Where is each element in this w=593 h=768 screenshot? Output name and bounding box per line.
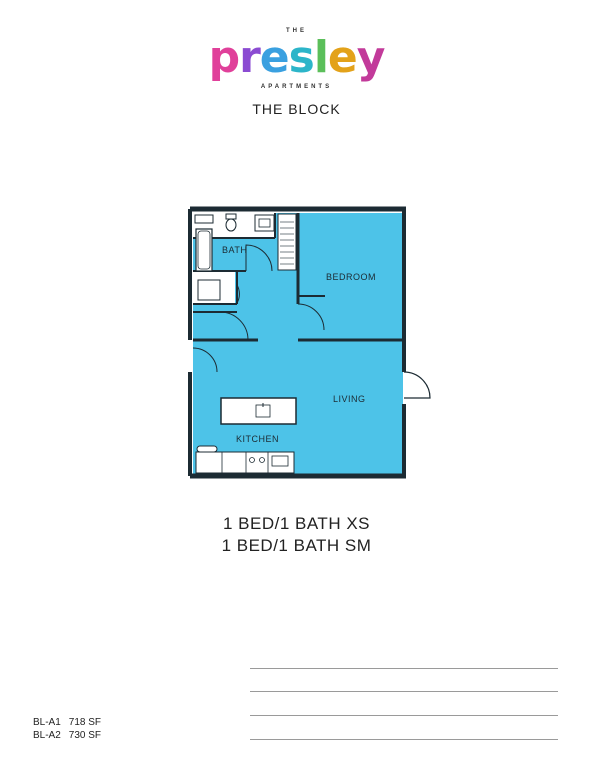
logo-letter-y: y <box>356 32 386 83</box>
signature-line[interactable] <box>250 691 558 692</box>
signature-line[interactable] <box>250 715 558 716</box>
room-label-living: LIVING <box>333 394 366 404</box>
room-label-kitchen: KITCHEN <box>236 434 279 444</box>
logo-letter-e: e <box>259 32 290 83</box>
brand-prefix: THE <box>286 28 307 34</box>
unit-code: BL-A2 <box>33 730 61 741</box>
room-label-bath: BATH <box>222 245 247 255</box>
unit-codes: BL-A1 718 SF BL-A2 730 SF <box>33 716 101 742</box>
room-label-bedroom: BEDROOM <box>326 272 376 282</box>
logo-letter-e2: e <box>327 32 358 83</box>
logo-letter-s: s <box>288 32 315 83</box>
community-name: THE BLOCK <box>252 101 341 117</box>
logo-letter-r: r <box>239 32 261 83</box>
logo-letter-l: l <box>313 32 329 83</box>
unit-code-row: BL-A2 730 SF <box>33 729 101 742</box>
logo-letter-p: p <box>208 32 240 83</box>
unit-type-xs: 1 BED/1 BATH XS <box>222 514 370 533</box>
unit-types: 1 BED/1 BATH XS 1 BED/1 BATH SM <box>0 513 593 557</box>
unit-code-row: BL-A1 718 SF <box>33 716 101 729</box>
unit-size: 730 SF <box>68 730 102 741</box>
signature-line[interactable] <box>250 668 558 669</box>
brand-suffix: APARTMENTS <box>260 84 333 90</box>
unit-type-sm: 1 BED/1 BATH SM <box>221 536 372 555</box>
signature-line[interactable] <box>250 739 558 740</box>
brand-logo: presley <box>0 32 593 84</box>
unit-size: 718 SF <box>68 717 102 728</box>
unit-code: BL-A1 <box>33 717 61 728</box>
